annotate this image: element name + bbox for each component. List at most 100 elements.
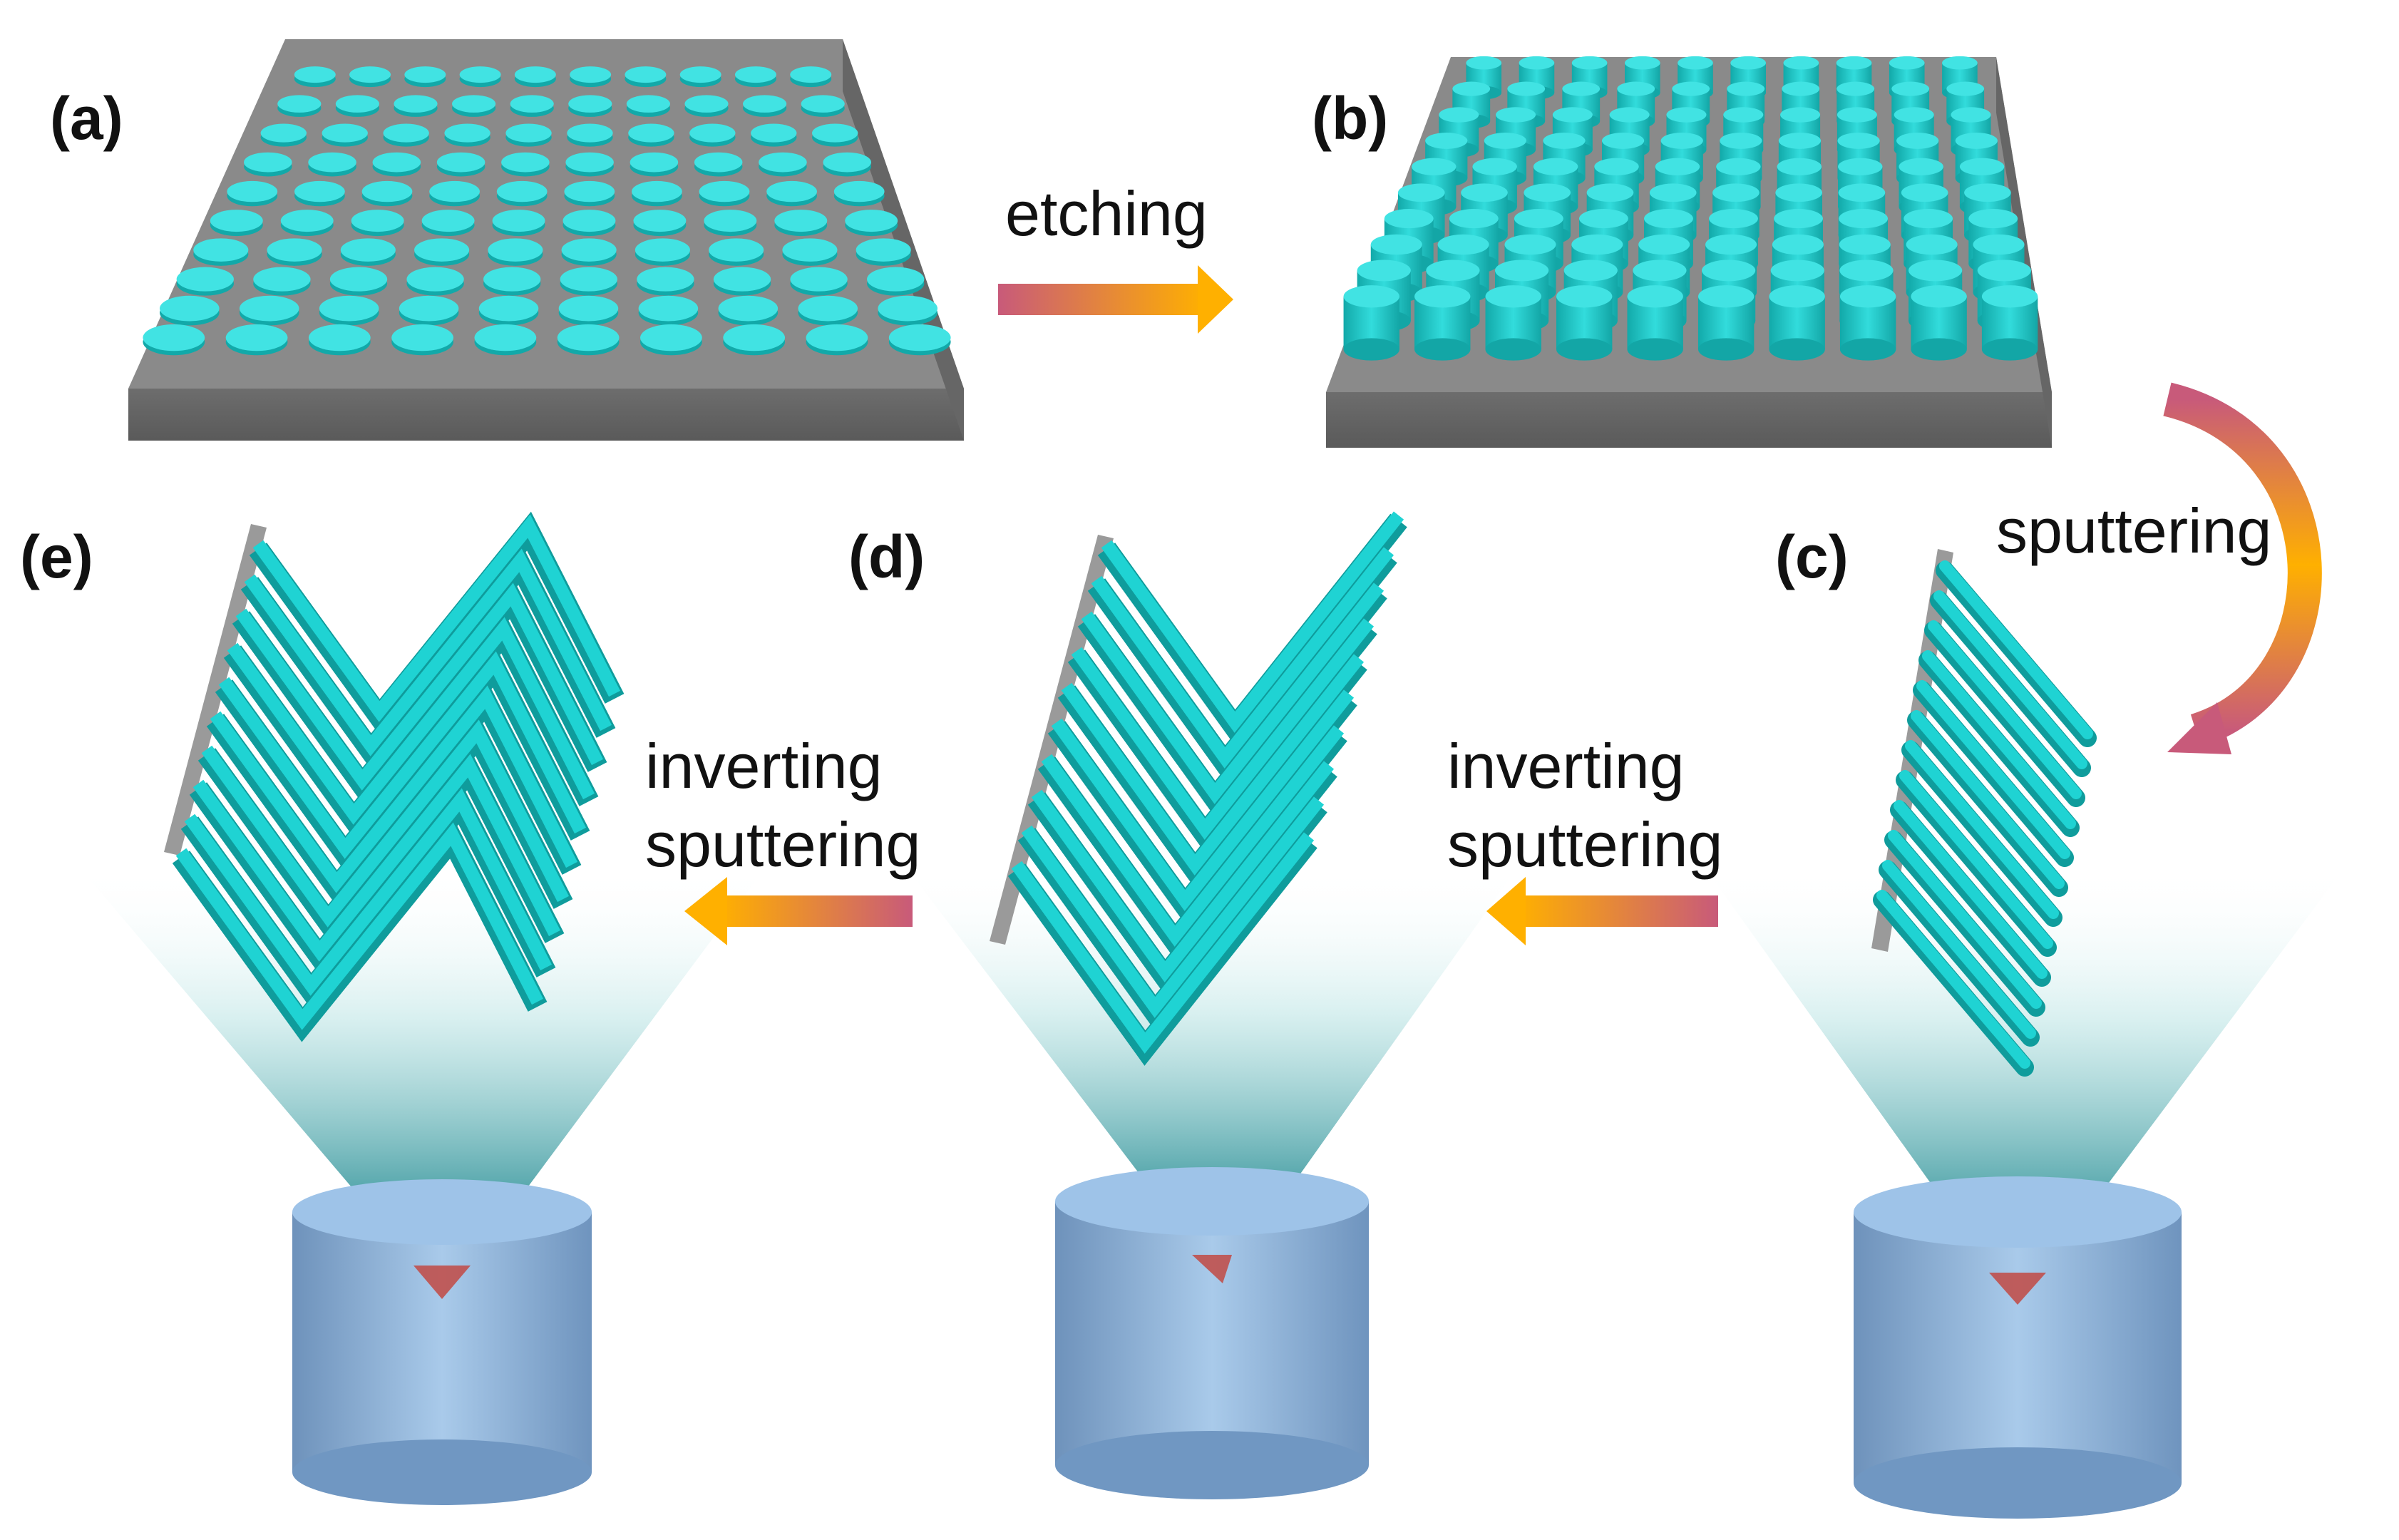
chevron-column-highlight bbox=[1011, 832, 1315, 1054]
dot bbox=[239, 295, 299, 322]
dot bbox=[421, 210, 475, 232]
panel-e-structure bbox=[164, 511, 625, 1042]
pillar-top bbox=[1837, 132, 1880, 149]
dot bbox=[699, 180, 750, 202]
dot bbox=[625, 66, 667, 83]
pillar-top bbox=[1705, 234, 1757, 255]
pillar-top bbox=[1968, 209, 2018, 229]
pillar-top bbox=[1562, 81, 1601, 96]
dot bbox=[459, 66, 501, 83]
pillar-top bbox=[1723, 107, 1764, 123]
dot bbox=[558, 295, 619, 322]
pillar-base bbox=[1414, 338, 1471, 361]
dot bbox=[628, 123, 674, 143]
dot bbox=[383, 123, 429, 143]
panel-b-pillar-array bbox=[1343, 56, 2038, 361]
panel-label-a: (a) bbox=[50, 85, 123, 152]
dot bbox=[280, 210, 334, 232]
slanted-column-highlight bbox=[1922, 650, 2076, 829]
panel-c-slanted-columns bbox=[1873, 560, 2097, 1077]
pillar-top bbox=[1894, 107, 1934, 123]
pillar-top bbox=[1837, 107, 1877, 123]
dot bbox=[501, 152, 550, 173]
pillar-top bbox=[1780, 107, 1821, 123]
slanted-column-highlight bbox=[1876, 890, 2030, 1069]
pillar-top bbox=[1942, 56, 1978, 70]
pillar-top bbox=[1727, 81, 1765, 96]
zigzag-column-highlight bbox=[227, 617, 595, 825]
chevron-column-highlight bbox=[1041, 725, 1345, 947]
slanted-column-highlight bbox=[1933, 590, 2087, 769]
pillar-top bbox=[1716, 158, 1761, 175]
pillar-top bbox=[1507, 81, 1546, 96]
pillar-top bbox=[1836, 56, 1872, 70]
pillar-top bbox=[1702, 260, 1756, 282]
dot bbox=[633, 210, 687, 232]
pillar-top bbox=[1839, 260, 1894, 282]
dot bbox=[478, 295, 539, 322]
dot bbox=[225, 324, 288, 351]
pillar-top bbox=[1774, 209, 1823, 229]
pillar-top bbox=[1384, 209, 1434, 229]
pillar-top bbox=[1666, 107, 1707, 123]
dot bbox=[308, 152, 356, 173]
dot bbox=[510, 95, 554, 113]
slanted-column-highlight bbox=[1939, 560, 2093, 739]
dot bbox=[372, 152, 421, 173]
dot bbox=[335, 95, 379, 113]
dot bbox=[888, 324, 951, 351]
pillar-top bbox=[1594, 158, 1639, 175]
pillar-top bbox=[1543, 132, 1586, 149]
pillar-top bbox=[1461, 183, 1508, 202]
pillar-base bbox=[1485, 338, 1541, 361]
dot bbox=[361, 180, 413, 202]
dot bbox=[570, 66, 612, 83]
pillar-base bbox=[1981, 338, 2038, 361]
pillar-top bbox=[1777, 158, 1822, 175]
panel-label-d: (d) bbox=[848, 523, 925, 590]
dot bbox=[244, 152, 292, 173]
dot bbox=[626, 95, 670, 113]
zigzag-column-highlight bbox=[210, 685, 578, 893]
slanted-column-highlight bbox=[1888, 830, 2042, 1009]
dot bbox=[801, 95, 845, 113]
pillar-top bbox=[1514, 209, 1563, 229]
panel-c-structure bbox=[1871, 549, 2097, 1077]
pillar-top bbox=[1839, 234, 1891, 255]
dot bbox=[492, 210, 545, 232]
dot bbox=[294, 66, 336, 83]
dot bbox=[565, 152, 614, 173]
pillar-top bbox=[1906, 234, 1958, 255]
dot bbox=[812, 123, 858, 143]
panel-d-structure bbox=[990, 511, 1407, 1066]
dot bbox=[294, 180, 345, 202]
pillar-top bbox=[1901, 183, 1948, 202]
chevron-column-highlight bbox=[1081, 582, 1385, 804]
pillar-top bbox=[1426, 260, 1480, 282]
step-label-sputtering: sputtering bbox=[1996, 496, 2271, 566]
pillar-top bbox=[1672, 81, 1710, 96]
pillar-top bbox=[1449, 209, 1499, 229]
pillar-top bbox=[1772, 234, 1824, 255]
dot bbox=[689, 123, 736, 143]
dot bbox=[567, 123, 613, 143]
dot bbox=[406, 267, 464, 292]
dot bbox=[823, 152, 871, 173]
slanted-column-highlight bbox=[1894, 800, 2048, 979]
dot bbox=[391, 324, 453, 351]
slanted-column-highlight bbox=[1911, 710, 2065, 889]
pillar-top bbox=[1504, 234, 1556, 255]
dot bbox=[488, 238, 543, 262]
pillar-top bbox=[1838, 183, 1886, 202]
zigzag-column-highlight bbox=[244, 548, 612, 756]
dot bbox=[694, 152, 743, 173]
panel-label-c: (c) bbox=[1775, 523, 1849, 590]
dot bbox=[210, 210, 263, 232]
dot bbox=[319, 295, 379, 322]
dot bbox=[496, 180, 548, 202]
dot bbox=[349, 66, 391, 83]
pillar-top bbox=[1964, 183, 2011, 202]
pillar-top bbox=[1660, 132, 1703, 149]
sputter-beams bbox=[78, 866, 2346, 1305]
pillar-top bbox=[1838, 158, 1883, 175]
